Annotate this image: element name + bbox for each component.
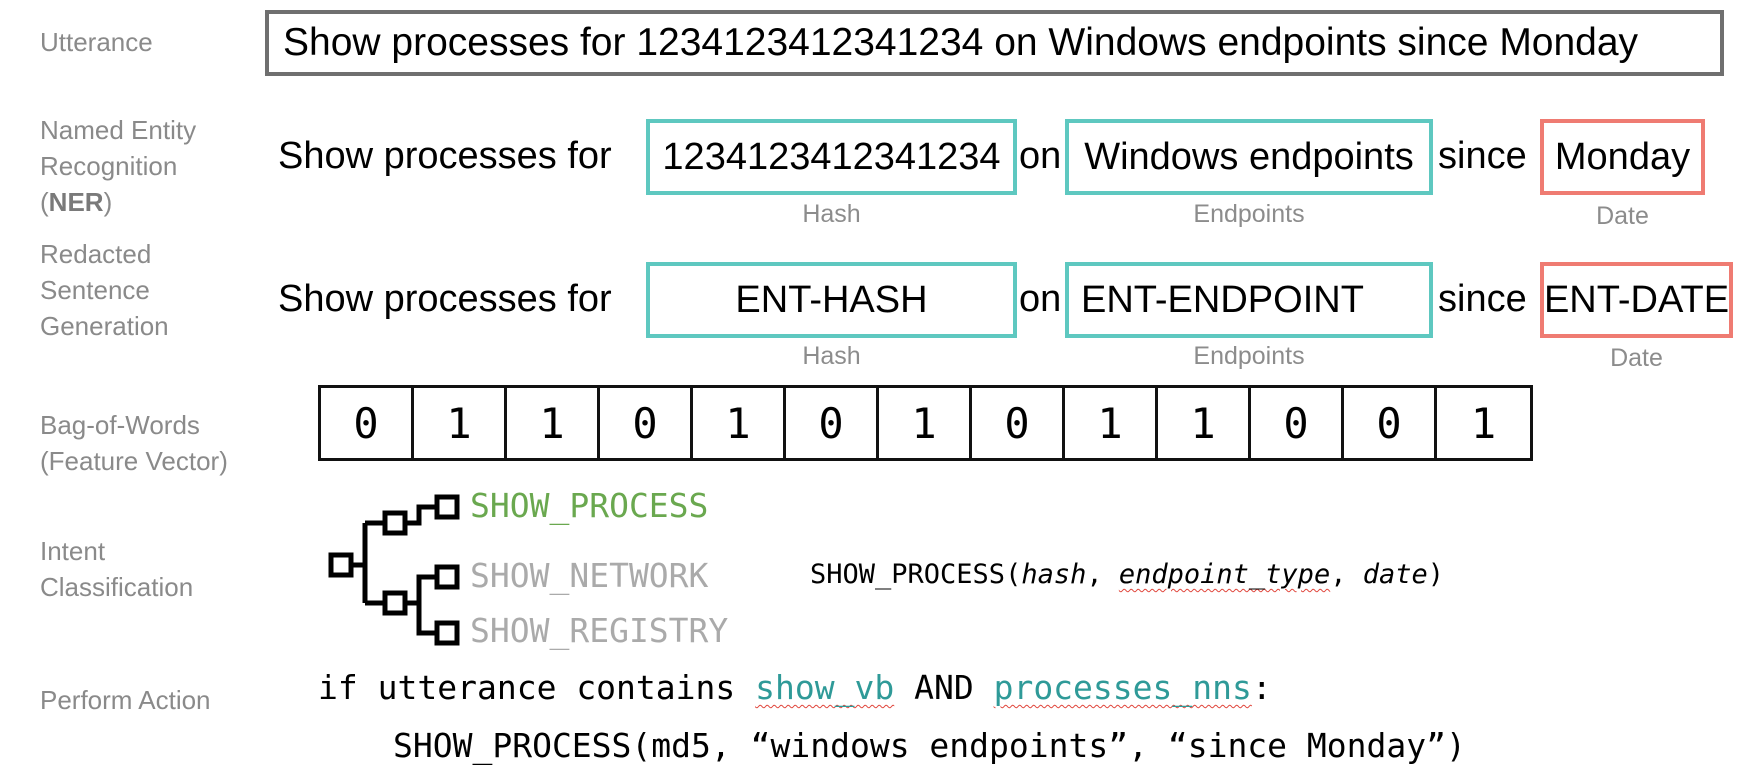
- label-redacted: Redacted Sentence Generation: [40, 236, 169, 344]
- label-ner-line3: (NER): [40, 187, 113, 217]
- feature-cell: 0: [600, 388, 693, 458]
- tree-upper-node: [382, 510, 408, 536]
- label-ner-line1: Named Entity: [40, 115, 197, 145]
- ner-endpoint-box: Windows endpoints: [1065, 119, 1433, 195]
- feature-cell: 0: [321, 388, 414, 458]
- redacted-date-caption: Date: [1610, 344, 1663, 372]
- signature-function: SHOW_PROCESS(: [810, 559, 1022, 590]
- redacted-endpoint-text: ENT-ENDPOINT: [1081, 278, 1364, 321]
- redacted-on: on: [1019, 278, 1062, 320]
- redacted-date-box: ENT-DATE: [1540, 262, 1733, 338]
- tree-edge: [405, 574, 437, 606]
- redacted-hash-box: ENT-HASH: [646, 262, 1017, 338]
- redacted-endpoint-box: ENT-ENDPOINT: [1065, 262, 1433, 338]
- ner-since: since: [1438, 135, 1527, 177]
- label-ner-line2: Recognition: [40, 151, 178, 181]
- label-intent: Intent Classification: [40, 533, 193, 605]
- label-bow-line2: (Feature Vector): [40, 446, 228, 476]
- tree-leaf-show-network: [434, 564, 460, 590]
- code-keyword-if: if: [318, 668, 358, 707]
- feature-cell: 1: [1470, 398, 1497, 448]
- ner-endpoint-text: Windows endpoints: [1084, 135, 1414, 178]
- redacted-hash-text: ENT-HASH: [735, 278, 928, 321]
- ner-hash-caption: Hash: [802, 200, 861, 228]
- signature-arg-date: date: [1362, 559, 1428, 590]
- ner-abbrev: NER: [48, 187, 104, 217]
- ner-on: on: [1019, 135, 1062, 177]
- label-redacted-line3: Generation: [40, 311, 169, 341]
- code-keyword-and: AND: [914, 668, 974, 707]
- utterance-box: Show processes for 1234123412341234 on W…: [265, 10, 1724, 76]
- tree-edge: [405, 504, 437, 526]
- ner-endpoint-caption: Endpoints: [1193, 200, 1305, 228]
- label-redacted-line2: Sentence: [40, 275, 150, 305]
- feature-cell: 0: [786, 388, 879, 458]
- ner-hash-box: 1234123412341234: [646, 119, 1017, 195]
- feature-cell: 1: [1065, 388, 1158, 458]
- feature-cell: 1: [879, 388, 972, 458]
- action-condition-line: if utterance contains show_vb AND proces…: [318, 668, 1272, 707]
- ner-date-box: Monday: [1540, 119, 1705, 195]
- feature-cell: 0: [1344, 388, 1437, 458]
- code-keyword-contains: contains: [576, 668, 736, 707]
- feature-cell: 1: [414, 388, 507, 458]
- label-perform-action: Perform Action: [40, 685, 211, 715]
- code-variable: utterance: [377, 668, 557, 707]
- redacted-date-text: ENT-DATE: [1543, 278, 1730, 321]
- signature-arg-endpoint-type: endpoint_type: [1118, 559, 1331, 590]
- action-call-line: SHOW_PROCESS(md5, “windows endpoints”, “…: [393, 726, 1466, 765]
- signature-arg-hash: hash: [1021, 559, 1087, 590]
- tree-leaf-show-registry: [434, 620, 460, 646]
- ner-prefix: Show processes for: [278, 135, 612, 177]
- ner-date-text: Monday: [1554, 135, 1691, 178]
- feature-cell: 1: [1158, 388, 1251, 458]
- utterance-text: Show processes for 1234123412341234 on W…: [283, 21, 1639, 64]
- redacted-since: since: [1438, 278, 1527, 320]
- redacted-prefix: Show processes for: [278, 278, 612, 320]
- label-intent-line2: Classification: [40, 572, 194, 602]
- intent-signature: SHOW_PROCESS(hash, endpoint_type, date): [810, 559, 1445, 590]
- ner-hash-text: 1234123412341234: [662, 135, 1001, 178]
- intent-show-registry: SHOW_REGISTRY: [470, 611, 729, 650]
- label-intent-line1: Intent: [40, 536, 106, 566]
- code-token-show: show_vb: [755, 668, 895, 707]
- label-bow-line1: Bag-of-Words: [40, 410, 200, 440]
- code-token-processes: processes_nns: [993, 668, 1252, 707]
- label-bag-of-words: Bag-of-Words (Feature Vector): [40, 407, 228, 479]
- feature-cell: 1: [507, 388, 600, 458]
- feature-cell: 1: [693, 388, 786, 458]
- redacted-hash-caption: Hash: [802, 342, 861, 370]
- label-ner: Named Entity Recognition (NER): [40, 112, 196, 220]
- tree-edge: [416, 603, 437, 636]
- feature-vector: 0 1 1 0 1 0 1 0 1 1 0 0 1: [318, 385, 1533, 461]
- label-redacted-line1: Redacted: [40, 239, 152, 269]
- intent-show-network: SHOW_NETWORK: [470, 556, 709, 595]
- label-utterance: Utterance: [40, 27, 153, 57]
- intent-tree-diagram: [328, 494, 460, 646]
- intent-show-process: SHOW_PROCESS: [470, 486, 709, 525]
- redacted-endpoint-caption: Endpoints: [1193, 342, 1305, 370]
- tree-leaf-show-process: [434, 494, 460, 520]
- ner-date-caption: Date: [1596, 202, 1649, 230]
- tree-lower-node: [382, 590, 408, 616]
- feature-cell: 0: [972, 388, 1065, 458]
- tree-root-node: [328, 552, 354, 578]
- feature-cell: 0: [1251, 388, 1344, 458]
